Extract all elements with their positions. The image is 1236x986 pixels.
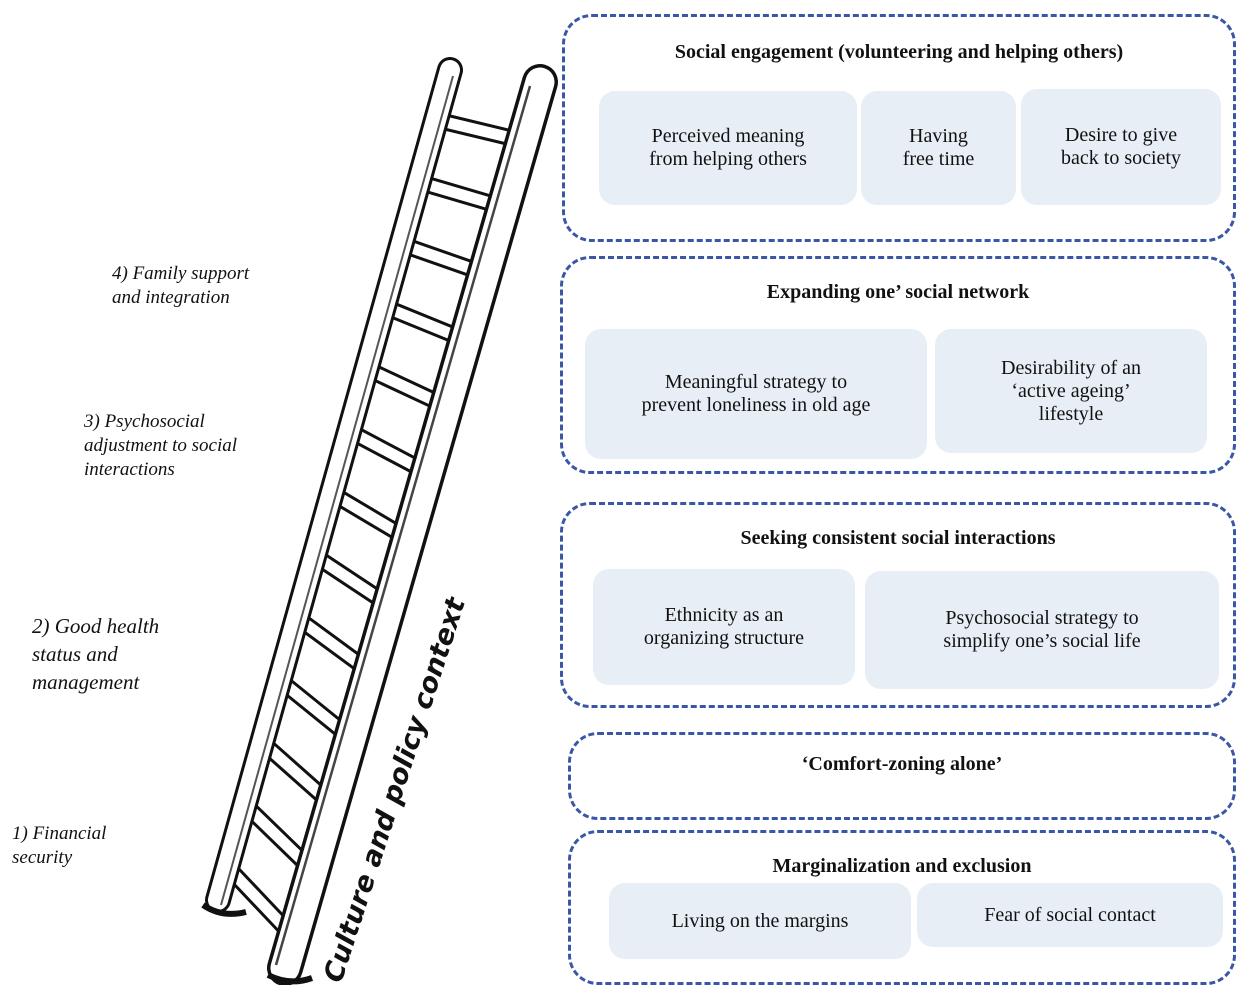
group-comfort-zoning: ‘Comfort-zoning alone’ [568,732,1236,820]
ladder-illustration [201,57,558,985]
group-title: Social engagement (volunteering and help… [674,41,1124,63]
group-title: Expanding one’ social network [766,281,1030,303]
ladder-level-2-label: 2) Good health status and management [32,614,160,694]
group-social-engagement: Social engagement (volunteering and help… [562,14,1236,242]
group-title: ‘Comfort-zoning alone’ [801,753,1003,775]
ladder-right-rail [267,64,558,985]
ladder-level-1-label: 1) Financial security [12,823,107,868]
theme-box: Desirability of an ‘active ageing’ lifes… [935,329,1207,453]
ladder-foot-right [266,972,314,985]
group-marginalization: Marginalization and exclusion Living on … [568,830,1236,985]
theme-box: Perceived meaning from helping others [599,91,857,205]
ladder-level-4-label: 4) Family support and integration [112,263,250,308]
group-seeking-interactions: Seeking consistent social interactions E… [560,502,1236,708]
theme-box: Having free time [861,91,1016,205]
ladder-foot-left [201,902,247,917]
theme-box: Desire to give back to society [1021,89,1221,205]
ladder-left-rail [205,57,463,913]
theme-box: Fear of social contact [917,883,1223,947]
group-title: Seeking consistent social interactions [740,527,1056,549]
ladder-level-3-label: 3) Psychosocial adjustment to social int… [84,411,238,480]
theme-box: Psychosocial strategy to simplify one’s … [865,571,1219,689]
theme-box: Living on the margins [609,883,911,959]
theme-box: Ethnicity as an organizing structure [593,569,855,685]
group-expanding-network: Expanding one’ social network Meaningful… [560,256,1236,474]
theme-box: Meaningful strategy to prevent lonelines… [585,329,927,459]
group-title: Marginalization and exclusion [772,855,1032,877]
